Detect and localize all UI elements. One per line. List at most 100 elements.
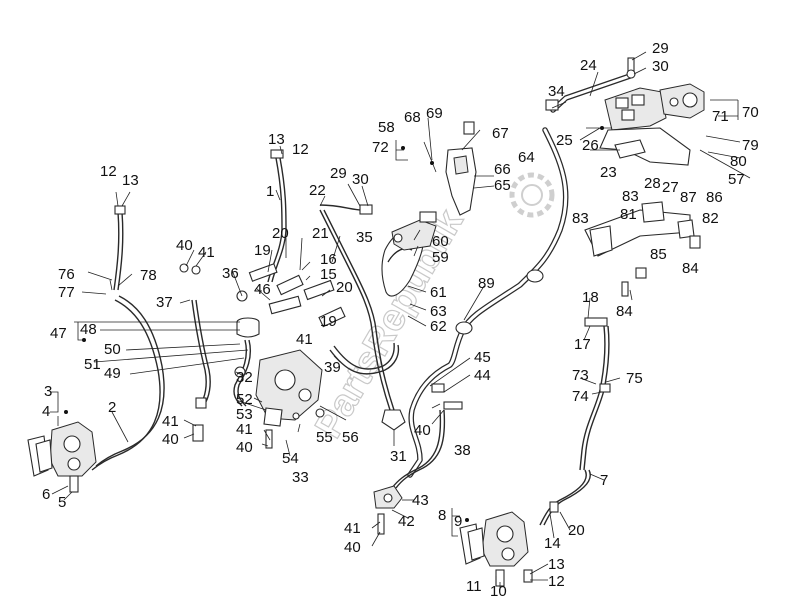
callout-84-b: 84 — [616, 303, 633, 320]
callout-34: 34 — [548, 83, 565, 100]
callout-27: 27 — [662, 179, 679, 196]
callout-30: 30 — [652, 58, 669, 75]
callout-28: 28 — [644, 175, 661, 192]
callout-32: 32 — [236, 369, 253, 386]
callout-79: 79 — [742, 137, 759, 154]
callout-30-mid: 30 — [352, 171, 369, 188]
callout-10: 10 — [490, 583, 507, 600]
fixing-clip-31 — [381, 409, 406, 431]
brake-hose-1 — [267, 157, 287, 283]
callout-20-a: 20 — [272, 225, 289, 242]
watermark-gear-icon — [509, 172, 555, 218]
callout-49: 49 — [104, 365, 121, 382]
callout-68: 68 — [404, 109, 421, 126]
callout-15: 15 — [320, 266, 337, 283]
callout-5: 5 — [58, 494, 66, 511]
abs-bracket-81 — [584, 201, 695, 257]
callout-31: 31 — [390, 448, 407, 465]
callout-63: 63 — [430, 303, 447, 320]
brake-hose-7 — [539, 325, 610, 526]
callout-29: 29 — [652, 40, 669, 57]
brake-hose-left — [113, 211, 124, 291]
callout-26: 26 — [582, 137, 599, 154]
callout-58: 58 — [378, 119, 395, 136]
callout-1: 1 — [266, 183, 274, 200]
callout-71: 71 — [712, 108, 729, 125]
callout-12-top: 12 — [292, 141, 309, 158]
callout-29-mid: 29 — [330, 165, 347, 182]
brake-hose-37 — [191, 299, 211, 406]
callout-40-b: 40 — [162, 431, 179, 448]
brake-hose-39 — [329, 342, 400, 375]
abs-hydraulic-unit — [604, 83, 705, 131]
brake-caliper-left — [49, 421, 97, 477]
brake-pedal-assembly — [445, 121, 477, 216]
callout-54: 54 — [282, 450, 299, 467]
callout-55: 55 — [316, 429, 333, 446]
callout-9: 9 — [454, 513, 462, 530]
callout-65: 65 — [494, 177, 511, 194]
callout-59: 59 — [432, 249, 449, 266]
callout-57: 57 — [728, 171, 745, 188]
brake-pads-9 — [459, 523, 485, 565]
callout-24: 24 — [580, 57, 597, 74]
callout-3: 3 — [44, 383, 52, 400]
callout-42: 42 — [398, 513, 415, 530]
callout-46: 46 — [254, 281, 271, 298]
callout-75: 75 — [626, 370, 643, 387]
brake-pads-4 — [27, 435, 53, 477]
callout-8: 8 — [438, 507, 446, 524]
callout-83-left: 83 — [572, 210, 589, 227]
brake-hose-38 — [391, 409, 446, 489]
callout-25: 25 — [556, 132, 573, 149]
callout-67: 67 — [492, 125, 509, 142]
callout-82: 82 — [702, 210, 719, 227]
callout-21: 21 — [312, 225, 329, 242]
callout-23: 23 — [600, 164, 617, 181]
callout-13-top: 13 — [268, 131, 285, 148]
abs-sensor-43 — [373, 485, 403, 509]
callout-53: 53 — [236, 406, 253, 423]
callout-87: 87 — [680, 189, 697, 206]
callout-40-d: 40 — [414, 422, 431, 439]
callout-20-c: 20 — [568, 522, 585, 539]
leader-lines — [50, 51, 751, 588]
rear-master-cylinder — [391, 211, 437, 251]
reference-dots — [64, 126, 604, 522]
callout-41-e: 41 — [344, 520, 361, 537]
callout-22: 22 — [309, 182, 326, 199]
callout-18: 18 — [582, 289, 599, 306]
brake-fluid-reservoir-50 — [236, 317, 260, 338]
callout-47: 47 — [50, 325, 67, 342]
callout-78: 78 — [140, 267, 157, 284]
callout-2: 2 — [108, 399, 116, 416]
callout-39: 39 — [324, 359, 341, 376]
abs-bracket-23 — [599, 127, 691, 166]
callout-48: 48 — [80, 321, 97, 338]
brake-caliper-right — [481, 511, 529, 567]
callout-80: 80 — [730, 153, 747, 170]
callout-13-bottom: 13 — [548, 556, 565, 573]
callout-13-left: 13 — [122, 172, 139, 189]
callout-73: 73 — [572, 367, 589, 384]
callout-84-a: 84 — [682, 260, 699, 277]
callout-89: 89 — [478, 275, 495, 292]
callout-51: 51 — [84, 356, 101, 373]
callout-12-bottom: 12 — [548, 573, 565, 590]
manifold-union-block — [179, 263, 346, 328]
callout-19-b: 19 — [320, 313, 337, 330]
callout-41-c: 41 — [236, 421, 253, 438]
callout-33: 33 — [292, 469, 309, 486]
callout-labels: 29 30 24 70 34 71 68 69 58 67 72 64 25 2… — [42, 40, 759, 600]
callout-43: 43 — [412, 492, 429, 509]
fasteners — [69, 57, 701, 587]
callout-11: 11 — [466, 578, 482, 595]
callout-20-b: 20 — [336, 279, 353, 296]
callout-72: 72 — [372, 139, 389, 156]
callout-85: 85 — [650, 246, 667, 263]
callout-52: 52 — [236, 391, 253, 408]
callout-41-a: 41 — [198, 244, 215, 261]
callout-83-top: 83 — [622, 188, 639, 205]
callout-76: 76 — [58, 266, 75, 283]
